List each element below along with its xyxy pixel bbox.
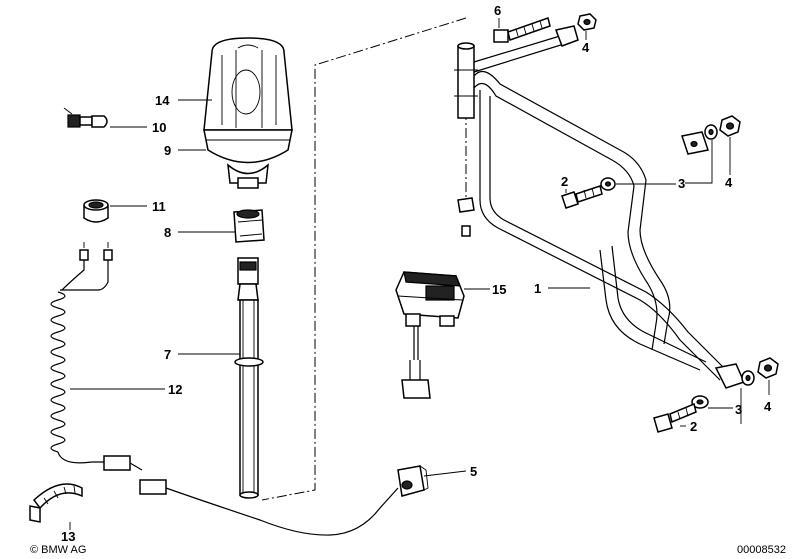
- washer-part-3-low[interactable]: [691, 370, 755, 409]
- callout-9: 9: [164, 143, 171, 158]
- copyright-label: © BMW AG: [30, 544, 86, 556]
- nut-part-4-mid[interactable]: [719, 115, 741, 137]
- bolt-part-6[interactable]: [493, 17, 551, 43]
- callout-2-mid: 2: [561, 174, 568, 189]
- callout-4-low: 4: [764, 399, 772, 414]
- washer-part-3-mid[interactable]: [600, 124, 718, 191]
- callout-10: 10: [152, 120, 166, 135]
- mounting-bracket-part-1[interactable]: [454, 25, 746, 389]
- nut-part-4-low[interactable]: [757, 357, 779, 379]
- callout-15: 15: [492, 282, 506, 297]
- mounting-post-part-7[interactable]: [234, 257, 264, 499]
- callout-2-low: 2: [690, 419, 697, 434]
- leader-lines: [69, 18, 770, 530]
- bolt-part-2-mid[interactable]: [561, 185, 603, 209]
- callout-13: 13: [61, 529, 75, 544]
- clamp-strap-part-13[interactable]: [29, 483, 83, 523]
- callout-3-mid: 3: [678, 176, 685, 191]
- beacon-lamp-part-14[interactable]: [203, 37, 293, 189]
- bulb-part-10[interactable]: [63, 107, 108, 128]
- callout-12: 12: [168, 382, 182, 397]
- bolt-part-2-low[interactable]: [653, 402, 697, 433]
- connector-part-5[interactable]: [397, 465, 429, 497]
- callout-8: 8: [164, 225, 171, 240]
- callout-5: 5: [470, 464, 477, 479]
- callout-11: 11: [152, 199, 166, 214]
- callout-4-mid: 4: [725, 175, 733, 190]
- callout-6: 6: [494, 3, 501, 18]
- callout-14: 14: [155, 93, 170, 108]
- callout-1: 1: [534, 281, 541, 296]
- part-number-label: 00008532: [737, 544, 786, 556]
- mounting-axis-line: [261, 17, 467, 501]
- bushing-part-11[interactable]: [83, 199, 109, 223]
- adapter-part-8[interactable]: [233, 209, 265, 243]
- coiled-cable-part-12[interactable]: [50, 242, 399, 536]
- callout-4-top: 4: [582, 40, 590, 55]
- callout-7: 7: [164, 347, 171, 362]
- switch-part-15[interactable]: [395, 271, 465, 399]
- callout-3-low: 3: [735, 402, 742, 417]
- nut-part-4-top[interactable]: [577, 13, 597, 31]
